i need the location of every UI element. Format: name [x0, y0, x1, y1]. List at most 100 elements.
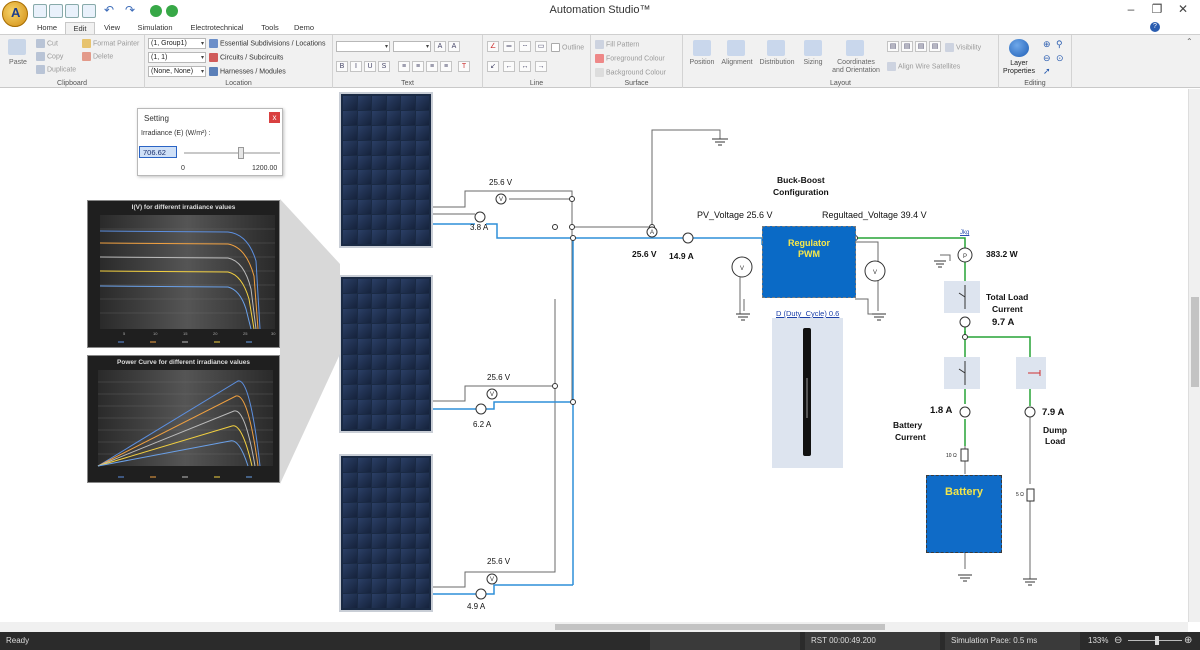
harness-combo[interactable]: (None, None)▾	[148, 66, 206, 77]
zoom-out-icon[interactable]: ⊖	[1114, 632, 1122, 650]
paste-icon[interactable]	[8, 39, 26, 55]
group-combo[interactable]: (1, Group1)▾	[148, 38, 206, 49]
tab-demo[interactable]: Demo	[288, 22, 320, 34]
horizontal-scrollbar-thumb[interactable]	[555, 624, 885, 630]
tab-simulation[interactable]: Simulation	[130, 22, 180, 34]
shrink-font-button[interactable]: A	[448, 41, 460, 52]
collapse-ribbon-icon[interactable]: ⌃	[1186, 37, 1193, 46]
search-icon[interactable]: ⚲	[1056, 39, 1063, 50]
solar-cell	[401, 324, 415, 338]
duty-cycle-thumb[interactable]	[806, 378, 808, 418]
align-wire-icon[interactable]: ▤	[929, 41, 941, 52]
help-icon[interactable]: ?	[1150, 22, 1160, 32]
font-combo[interactable]: ▾	[336, 41, 390, 52]
solar-cell	[401, 370, 415, 384]
distribution-button[interactable]: Distribution	[757, 59, 797, 66]
dump-switch[interactable]	[1016, 357, 1046, 389]
line-start-icon[interactable]: ↙	[487, 61, 499, 72]
align-right-icon[interactable]: ≡	[426, 61, 438, 72]
power-meter-link[interactable]: Jkg	[960, 230, 969, 236]
position-icon[interactable]	[693, 40, 711, 56]
align-wire-icon[interactable]: ▤	[915, 41, 927, 52]
cut-button[interactable]: Cut	[36, 39, 58, 48]
diagram-canvas[interactable]: VVP VVVA I(V) for different irradiance v…	[0, 89, 1188, 622]
layer-properties-button[interactable]: Layer	[999, 60, 1039, 67]
background-colour-button[interactable]: Background Colour	[595, 68, 666, 77]
line-color-icon[interactable]: ∠	[487, 41, 499, 52]
solar-panel-3[interactable]	[339, 454, 433, 612]
tab-edit[interactable]: Edit	[65, 22, 95, 34]
line-style-icon[interactable]: ┄	[519, 41, 531, 52]
arrow-both-icon[interactable]: ↔	[519, 61, 531, 72]
layer-icon[interactable]	[1009, 39, 1029, 57]
delete-icon	[82, 52, 91, 61]
regulator-pwm[interactable]: Regulator PWM	[762, 226, 856, 298]
tab-home[interactable]: Home	[30, 22, 64, 34]
delete-button[interactable]: Delete	[82, 52, 113, 61]
circuits-button[interactable]: Circuits / Subcircuits	[209, 53, 283, 62]
alignment-icon[interactable]	[727, 40, 745, 56]
pointer-icon[interactable]: ➚	[1043, 66, 1051, 77]
zoom-in-icon[interactable]: ⊕	[1184, 632, 1192, 650]
paste-button[interactable]: Paste	[4, 59, 32, 66]
coordinates-icon[interactable]	[846, 40, 864, 56]
italic-button[interactable]: I	[350, 61, 362, 72]
tab-view[interactable]: View	[96, 22, 128, 34]
bold-button[interactable]: B	[336, 61, 348, 72]
underline-button[interactable]: U	[364, 61, 376, 72]
align-left-icon[interactable]: ≡	[398, 61, 410, 72]
close-icon[interactable]: x	[269, 112, 280, 123]
font-size-combo[interactable]: ▾	[393, 41, 431, 52]
close-icon[interactable]: ✕	[1170, 2, 1196, 20]
tab-tools[interactable]: Tools	[255, 22, 285, 34]
fill-pattern-button[interactable]: Fill Pattern	[595, 40, 639, 49]
irradiance-input[interactable]	[139, 146, 177, 158]
harnesses-button[interactable]: Harnesses / Modules	[209, 67, 286, 76]
justify-icon[interactable]: ≡	[440, 61, 452, 72]
solar-cell	[372, 415, 386, 429]
coordinates-button[interactable]: Coordinates	[827, 59, 885, 66]
arrow-right-icon[interactable]: →	[535, 61, 547, 72]
sizing-icon[interactable]	[804, 40, 822, 56]
vertical-scrollbar-thumb[interactable]	[1191, 297, 1199, 387]
irradiance-slider-thumb[interactable]	[238, 147, 244, 159]
format-painter-button[interactable]: Format Painter	[82, 39, 139, 48]
essential-subdivisions-button[interactable]: Essential Subdivisions / Locations	[209, 39, 325, 48]
tab-electrotechnical[interactable]: Electrotechnical	[183, 22, 251, 34]
alignment-button[interactable]: Alignment	[717, 59, 757, 66]
horizontal-scrollbar[interactable]	[0, 622, 1188, 632]
line-width-icon[interactable]: ═	[503, 41, 515, 52]
arrow-left-icon[interactable]: ←	[503, 61, 515, 72]
circuit-combo[interactable]: (1, 1)▾	[148, 52, 206, 63]
position-button[interactable]: Position	[683, 59, 721, 66]
zoom-slider-thumb[interactable]	[1155, 636, 1159, 645]
align-wire-icon[interactable]: ▤	[887, 41, 899, 52]
align-center-icon[interactable]: ≡	[412, 61, 424, 72]
zoom-out-icon[interactable]: ⊖	[1043, 53, 1051, 64]
irradiance-slider-track[interactable]	[184, 152, 280, 154]
battery-switch[interactable]	[944, 357, 980, 389]
distribution-icon[interactable]	[767, 40, 785, 56]
zoom-in-icon[interactable]: ⊕	[1043, 39, 1051, 50]
vertical-scrollbar[interactable]	[1188, 89, 1200, 622]
align-wire-satellites-button[interactable]: Align Wire Satellites	[887, 62, 960, 71]
battery[interactable]: Battery	[926, 475, 1002, 553]
minimize-icon[interactable]: –	[1118, 2, 1144, 20]
grow-font-button[interactable]: A	[434, 41, 446, 52]
app-logo-icon[interactable]: A	[2, 1, 28, 27]
sizing-button[interactable]: Sizing	[796, 59, 830, 66]
copy-button[interactable]: Copy	[36, 52, 63, 61]
align-wire-icon[interactable]: ▤	[901, 41, 913, 52]
solar-panel-1[interactable]	[339, 92, 433, 248]
line-pattern-icon[interactable]: ▭	[535, 41, 547, 52]
strikethrough-button[interactable]: S	[378, 61, 390, 72]
restore-icon[interactable]: ❐	[1144, 2, 1170, 20]
duplicate-button[interactable]: Duplicate	[36, 65, 76, 74]
foreground-colour-button[interactable]: Foreground Colour	[595, 54, 665, 63]
load-switch[interactable]	[944, 281, 980, 313]
zoom-fit-icon[interactable]: ⊙	[1056, 53, 1064, 64]
text-color-icon[interactable]: T	[458, 61, 470, 72]
solar-panel-2[interactable]	[339, 275, 433, 433]
visibility-button[interactable]: Visibility	[945, 43, 981, 52]
outline-checkbox[interactable]: Outline	[551, 43, 584, 52]
